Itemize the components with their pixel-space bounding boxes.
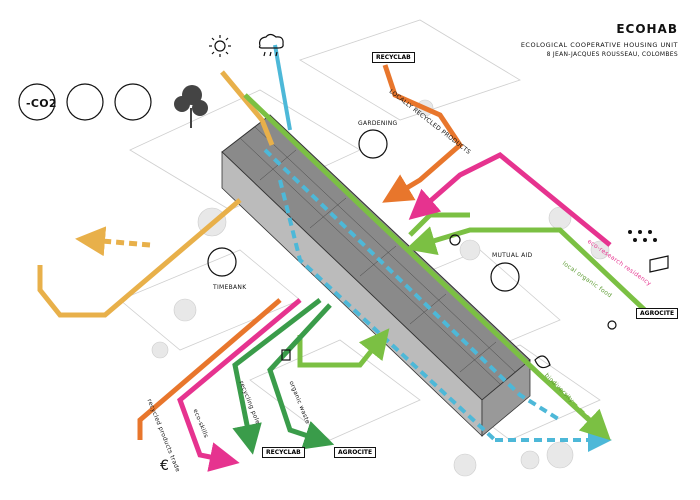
book-icon	[649, 255, 669, 273]
biodiversity-icon	[534, 355, 551, 369]
page-subtitle: ECOLOGICAL COOPERATIVE HOUSING UNIT	[520, 41, 678, 49]
recyclab-box-top: RECYCLAB	[372, 52, 415, 63]
water-flow	[263, 44, 612, 452]
agrocite-box-right: AGROCITE	[636, 308, 679, 319]
skills-flow	[177, 152, 612, 472]
euro-icon: €	[160, 458, 169, 474]
recycled-flow	[137, 64, 464, 440]
sun-icon	[209, 35, 231, 57]
vegetable-icon	[449, 234, 617, 330]
recyclab-box-bottom: RECYCLAB	[262, 447, 305, 458]
timebank-label: TIMEBANK	[213, 284, 247, 291]
green-flow	[243, 93, 652, 441]
energy-flow	[37, 70, 275, 318]
dark-tree	[174, 85, 208, 128]
gardening-label: GARDENING	[358, 120, 398, 127]
agrocite-box-bottom: AGROCITE	[334, 447, 377, 458]
bin-icon	[281, 349, 291, 361]
cycle-icons	[18, 83, 520, 292]
recycling-pole-flow	[232, 298, 335, 455]
rain-cloud-icon	[258, 33, 284, 57]
people-icon	[628, 230, 657, 242]
co2-label: -CO2	[26, 97, 57, 110]
mutual-aid-label: MUTUAL AID	[492, 252, 533, 259]
header: ECOHAB ECOLOGICAL COOPERATIVE HOUSING UN…	[521, 22, 678, 58]
main-building	[221, 114, 531, 437]
page-address: 8 JEAN-JACQUES ROUSSEAU, COLOMBES	[546, 51, 678, 58]
page-title: ECOHAB	[616, 22, 678, 36]
svg-text:€: €	[160, 458, 169, 474]
